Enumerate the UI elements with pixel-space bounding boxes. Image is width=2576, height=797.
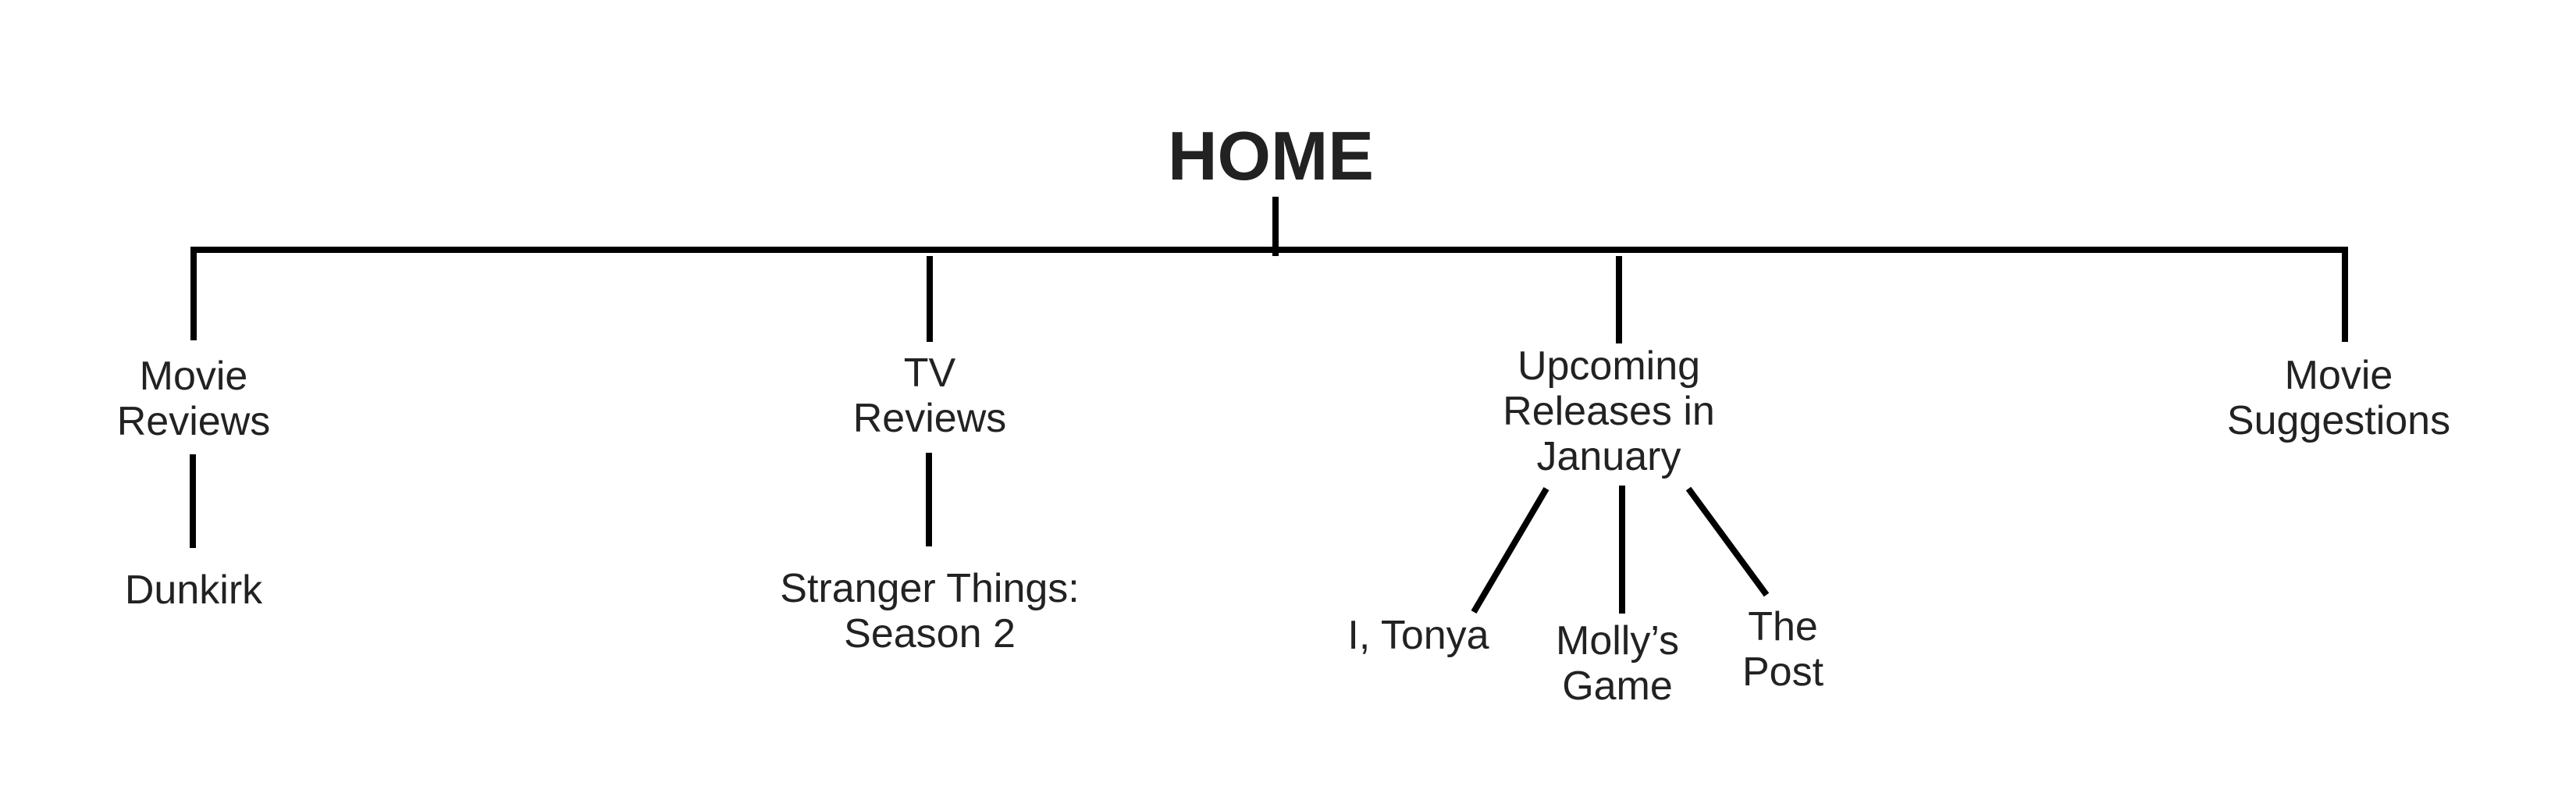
i-tonya-connector-line — [1471, 486, 1550, 614]
node-label-line: Reviews — [116, 399, 271, 444]
node-label-line: TV — [903, 350, 956, 396]
node-mollys-game: Molly’s Game — [1556, 618, 1679, 709]
node-label-line: Dunkirk — [124, 568, 263, 613]
node-i-tonya: I, Tonya — [1347, 613, 1489, 658]
node-label-line: Game — [1562, 664, 1673, 709]
node-label-line: Suggestions — [2226, 398, 2451, 443]
node-label-line: I, Tonya — [1347, 613, 1489, 658]
node-label-line: Molly’s — [1556, 618, 1679, 664]
node-the-post: The Post — [1742, 604, 1823, 695]
the-post-connector-line — [1685, 486, 1770, 597]
node-label-line: Upcoming — [1517, 343, 1701, 389]
node-label-line: Season 2 — [844, 611, 1016, 656]
node-label-line: Movie — [2284, 353, 2393, 398]
node-upcoming-releases: Upcoming Releases in January — [1503, 343, 1715, 479]
node-label-line: Stranger Things: — [780, 566, 1080, 611]
node-label-line: Post — [1742, 649, 1824, 695]
node-label-line: Movie — [139, 354, 248, 399]
node-stranger-things: Stranger Things: Season 2 — [780, 566, 1079, 656]
node-tv-reviews: TV Reviews — [853, 350, 1007, 441]
node-movie-reviews: Movie Reviews — [117, 354, 271, 444]
node-movie-suggestions: Movie Suggestions — [2227, 353, 2450, 443]
node-label-line: January — [1536, 434, 1681, 479]
node-label-line: Reviews — [852, 396, 1007, 441]
node-dunkirk: Dunkirk — [125, 568, 262, 613]
root-node-home: HOME — [1168, 117, 1374, 194]
node-label-line: Releases in — [1503, 389, 1715, 434]
node-label-line: The — [1748, 604, 1818, 649]
